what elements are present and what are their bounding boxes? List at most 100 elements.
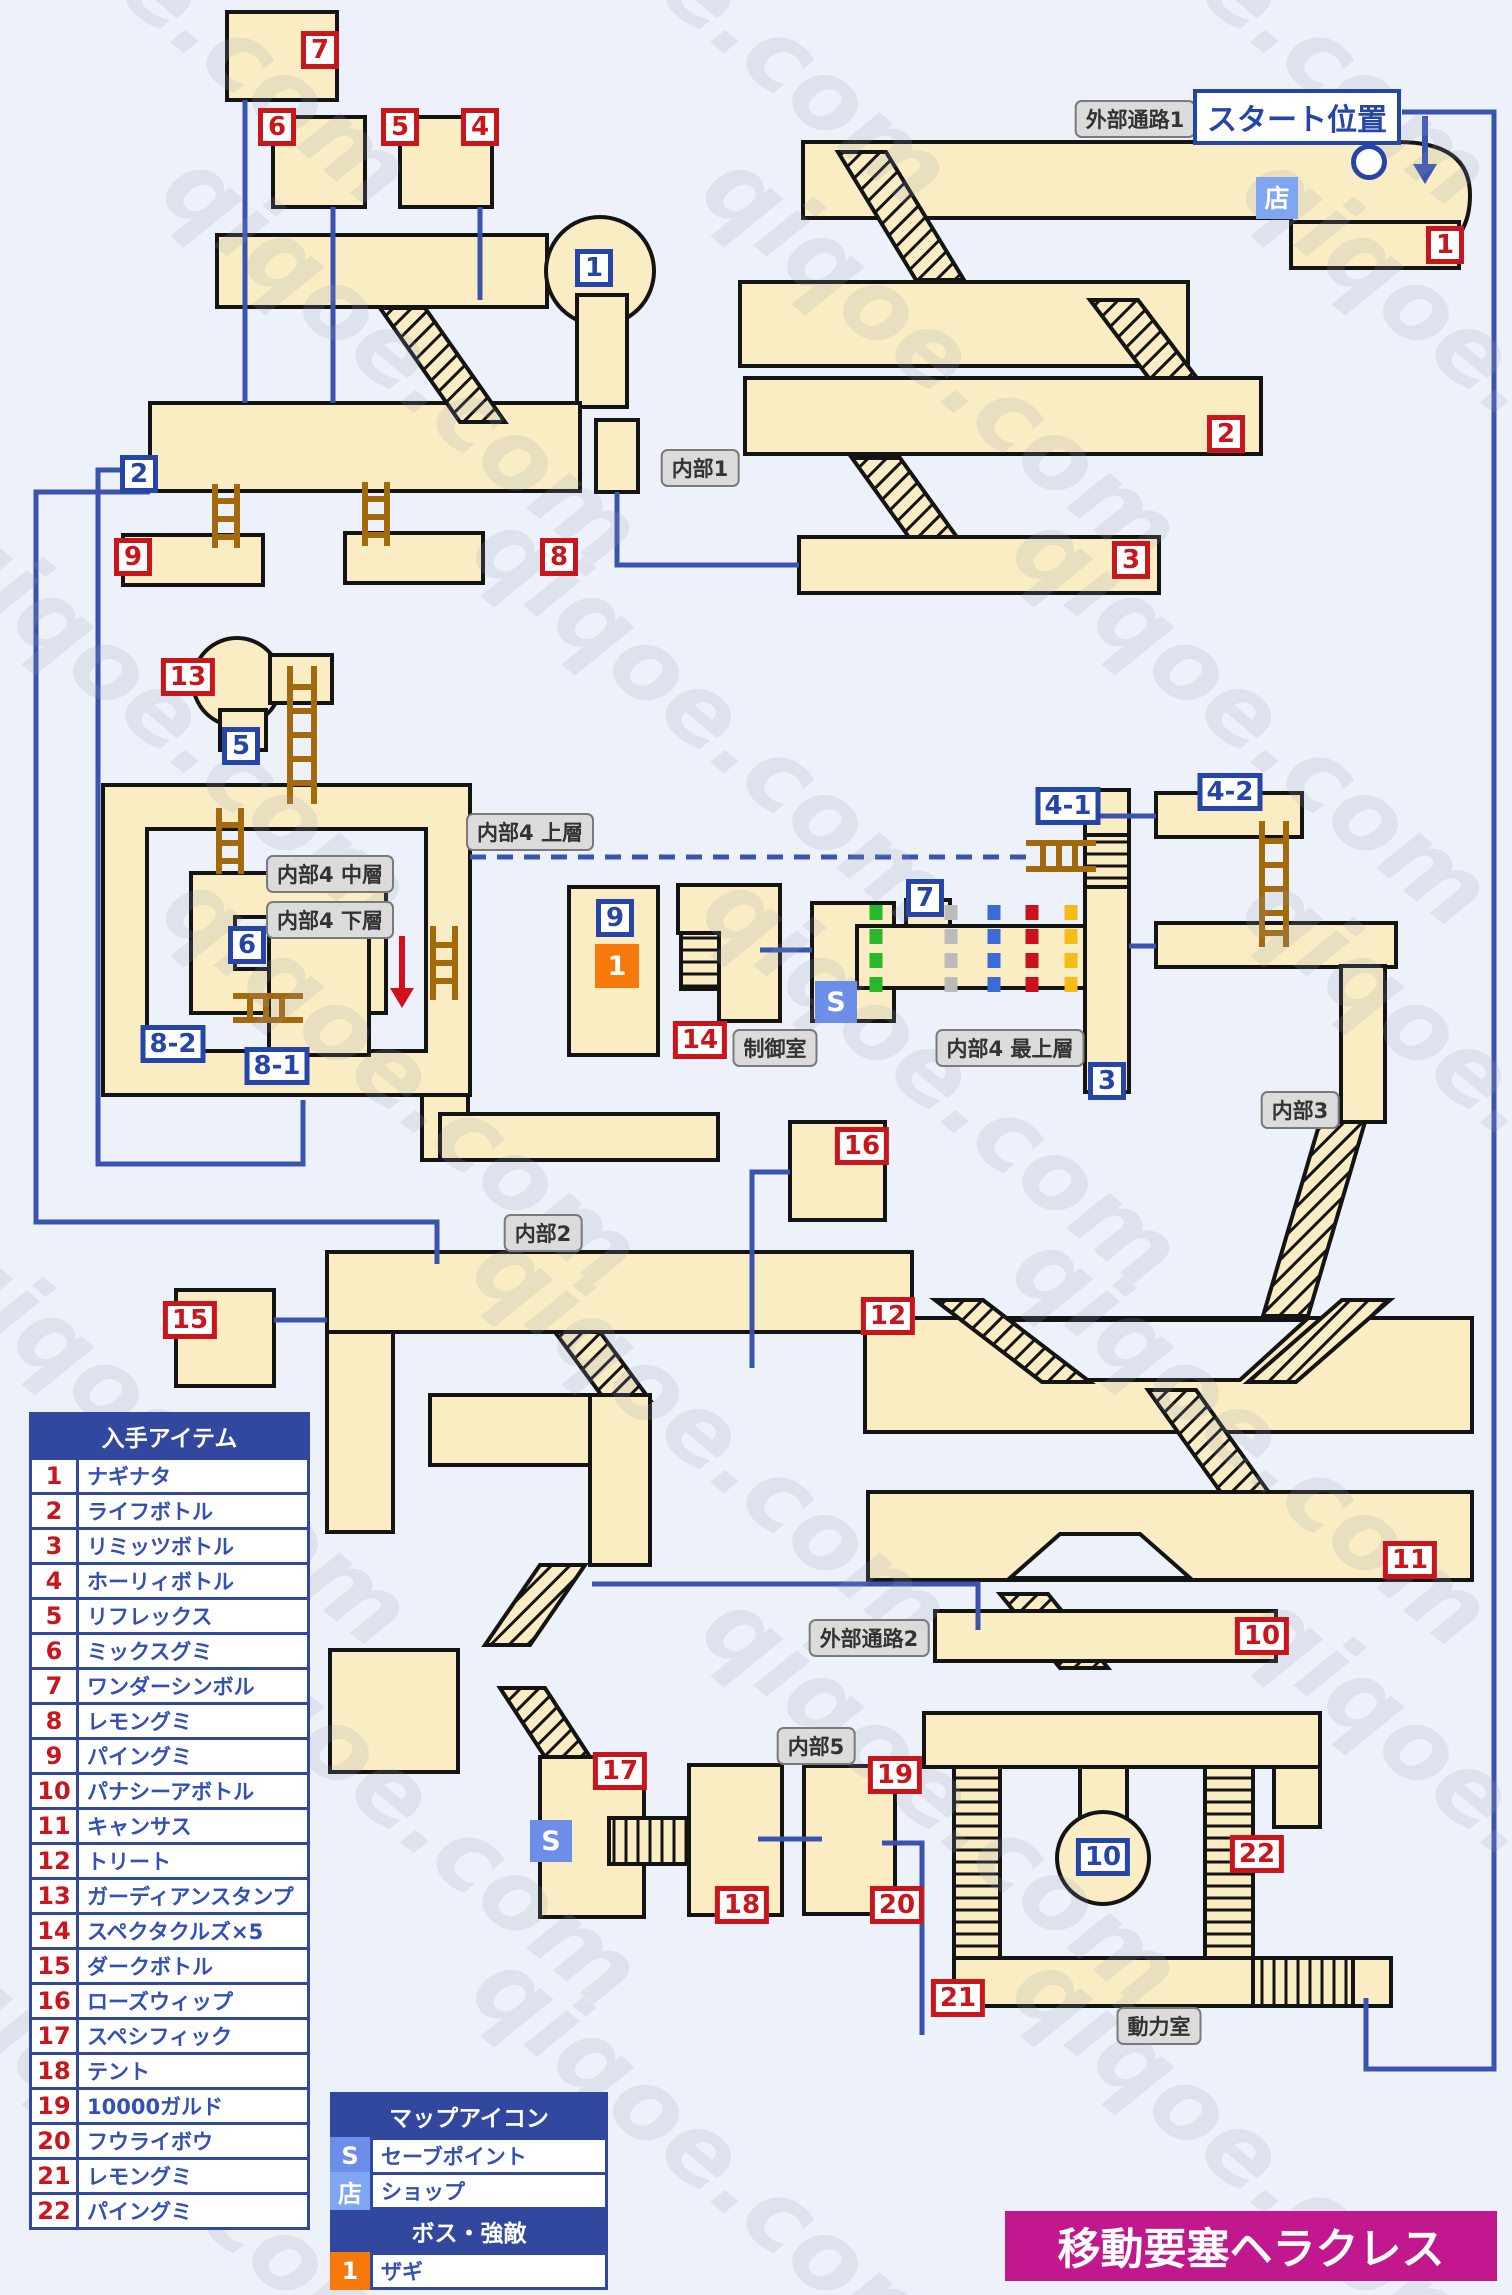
legend-item-number: 10 [32,1775,79,1807]
legend-item-name: テント [87,2060,150,2084]
ladder-icon [362,482,390,546]
ladder-icon [287,666,317,804]
route-marker-6: 6 [228,926,266,964]
item-marker-19: 19 [867,1756,923,1794]
route-marker-8-2: 8-2 [140,1025,206,1063]
route-marker-4-2: 4-2 [1197,773,1263,811]
area-label: 内部3 [1260,1091,1340,1129]
route-marker-7: 7 [906,879,944,917]
item-marker-4: 4 [461,108,499,146]
route-marker-4-1: 4-1 [1035,787,1101,825]
item-marker-5: 5 [381,108,419,146]
boss-marker-zagi: 1 [595,944,639,988]
legend-item-row: 16 ローズウィップ [29,1982,310,2020]
item-marker-15: 15 [162,1301,218,1339]
area-label: 制御室 [732,1029,818,1067]
route-marker-8-1: 8-1 [244,1047,310,1085]
item-legend-header: 入手アイテム [29,1412,310,1460]
legend-icon-name: セーブポイント [370,2137,608,2175]
area-label: 外部通路2 [808,1619,930,1657]
shop-marker: 店 [1256,177,1298,219]
start-point-icon [1351,144,1387,180]
item-marker-13: 13 [160,658,216,696]
boss-icon: 1 [330,2252,370,2290]
item-marker-11: 11 [1382,1541,1438,1579]
save-point-marker: S [815,981,857,1023]
ladder-icon [216,808,244,874]
area-label: 内部4 上層 [466,813,594,851]
colored-gates-group [869,905,1078,998]
route-marker-10: 10 [1075,1838,1131,1876]
legend-item-row: 2 ライフボトル [29,1492,310,1530]
legend-item-number: 17 [32,2020,79,2052]
legend-item-name: スペクタクルズ×5 [87,1920,264,1944]
legend-item-number: 1 [32,1460,79,1492]
item-marker-14: 14 [672,1021,728,1059]
item-marker-17: 17 [592,1752,648,1790]
ladder-icon [1259,821,1289,947]
legend-item-number: 6 [32,1635,79,1667]
legend-item-row: 14 スペクタクルズ×5 [29,1912,310,1950]
area-label: 内部5 [776,1727,856,1765]
legend-item-name: ライフボトル [87,1500,213,1524]
ladder-icon [233,993,303,1023]
legend-item-number: 8 [32,1705,79,1737]
legend-item-number: 15 [32,1950,79,1982]
save-point-icon: S [330,2137,370,2175]
legend-item-number: 2 [32,1495,79,1527]
area-label: 内部2 [503,1214,583,1252]
legend-item-row: 12 トリート [29,1842,310,1880]
ladder-icon [212,484,240,548]
area-label: 内部4 下層 [266,901,394,939]
route-marker-5: 5 [222,727,260,765]
legend-item-number: 5 [32,1600,79,1632]
legend-item-number: 4 [32,1565,79,1597]
item-marker-8: 8 [540,538,578,576]
legend-item-row: 4 ホーリィボトル [29,1562,310,1600]
legend-item-name: キャンサス [87,1815,192,1839]
legend-item-number: 14 [32,1915,79,1947]
item-marker-10: 10 [1234,1617,1290,1655]
legend-item-number: 12 [32,1845,79,1877]
legend-item-name: フウライボウ [87,2130,213,2154]
route-lines-group [33,100,1497,2072]
ladder-icon [1026,840,1096,872]
legend-item-number: 9 [32,1740,79,1772]
ladder-icon [430,926,458,1000]
legend-item-name: ローズウィップ [87,1990,233,2014]
shop-icon: 店 [330,2172,370,2210]
area-label: 外部通路1 [1074,100,1196,138]
legend-item-name: トリート [87,1850,171,1874]
item-marker-6: 6 [258,108,296,146]
area-label: 内部4 中層 [266,855,394,893]
legend-item-number: 13 [32,1880,79,1912]
ladders-group [212,482,1289,1023]
legend-item-name: ミックスグミ [87,1640,213,1664]
route-marker-3: 3 [1088,1062,1126,1100]
legend-item-number: 16 [32,1985,79,2017]
item-marker-22: 22 [1229,1835,1285,1873]
area-label: 内部4 最上層 [935,1029,1085,1067]
legend-icon-name: ザギ [370,2252,608,2290]
page-title: 移動要塞ヘラクレス [1005,2211,1497,2281]
legend-item-number: 7 [32,1670,79,1702]
map-icon-legend-header: マップアイコン [330,2092,608,2140]
legend-item-name: パイングミ [87,2200,192,2224]
legend-item-name: ホーリィボトル [87,1570,234,1594]
